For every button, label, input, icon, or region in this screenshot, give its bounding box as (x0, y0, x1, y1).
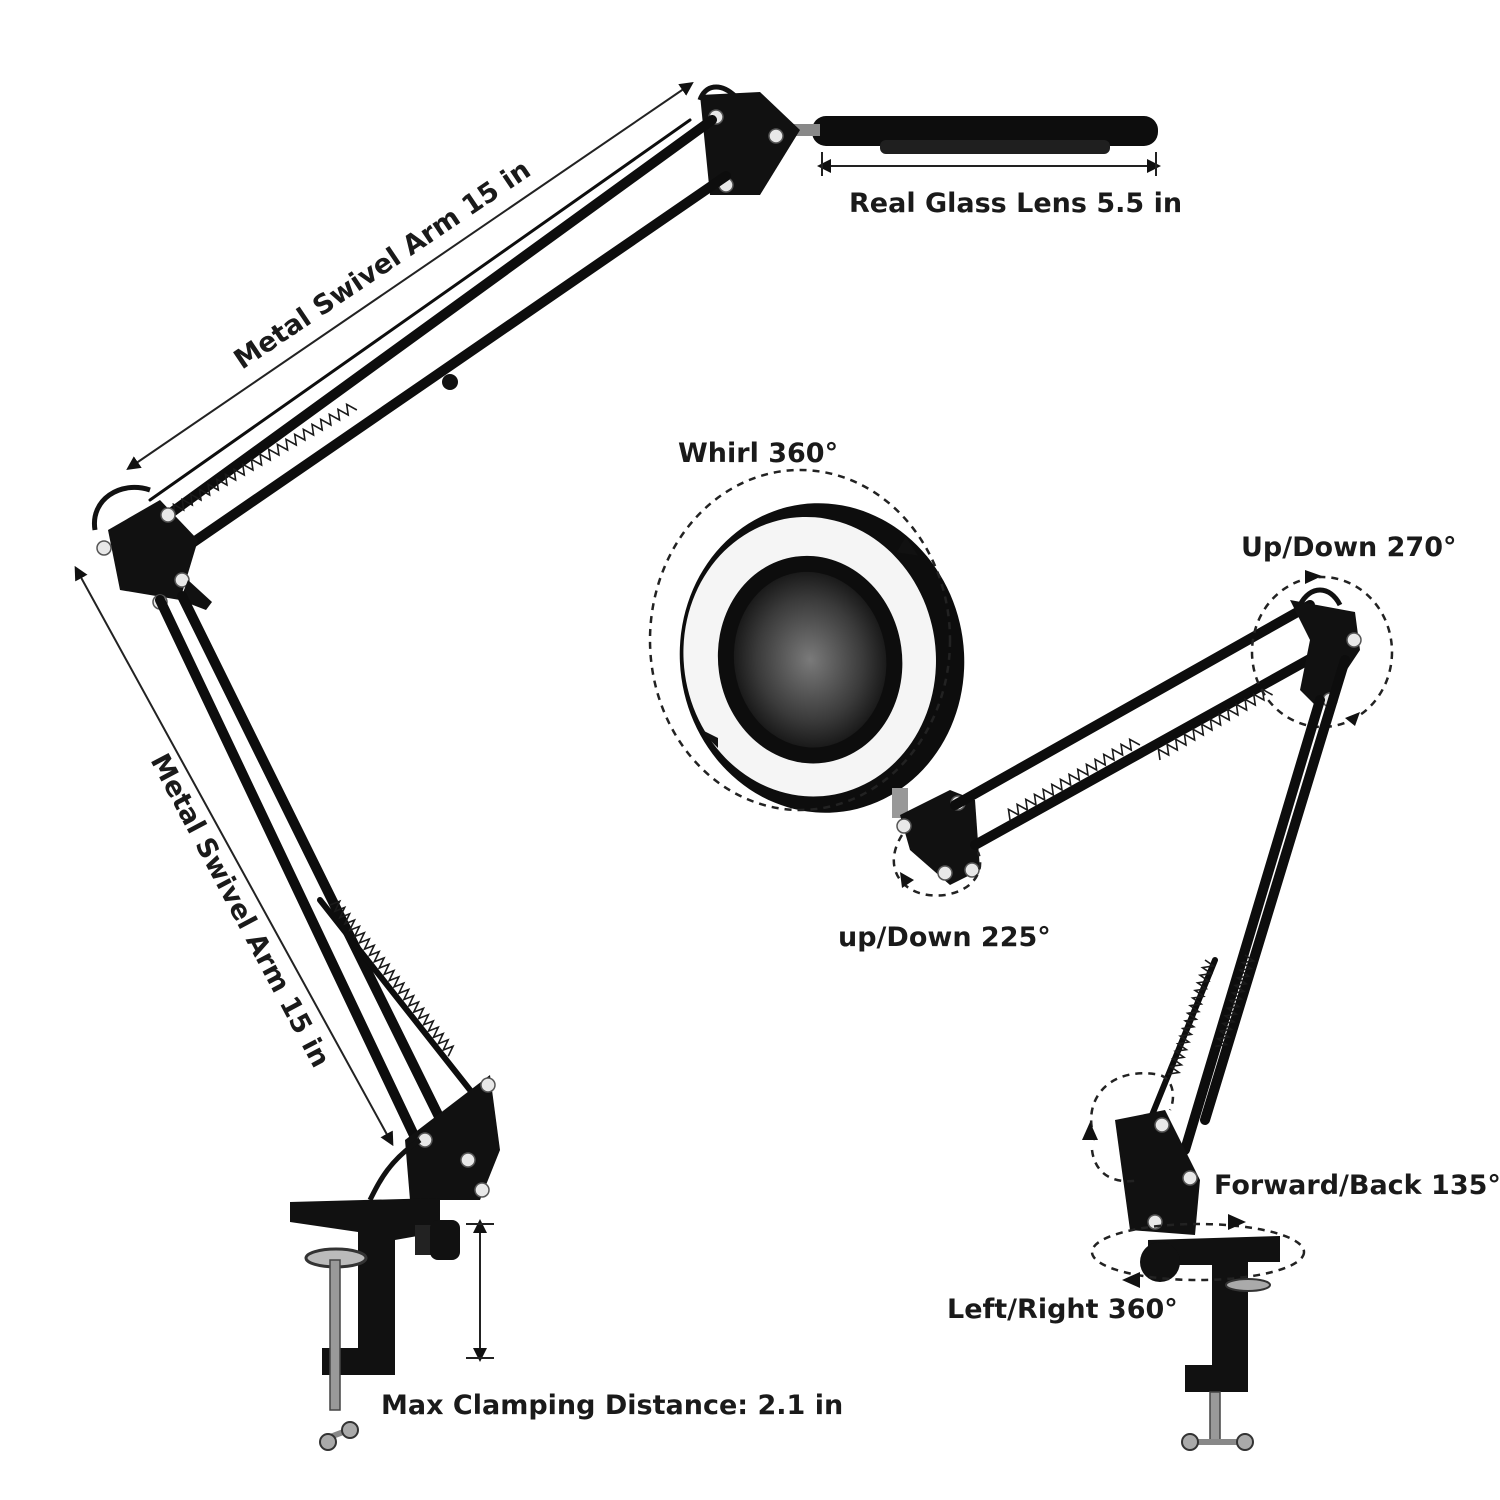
magnifier-ring (679, 503, 965, 813)
right-elbow-joint (1250, 570, 1394, 729)
rotation-arrow-icon (896, 536, 918, 556)
whirl-rotation-indicator (648, 468, 952, 812)
top-joint (697, 84, 800, 195)
base-joint (367, 1075, 500, 1202)
rotation-arrow-icon (900, 872, 914, 888)
right-clamp (1090, 1214, 1306, 1451)
lower-arm-dimension-line (74, 565, 394, 1147)
right-lower-spring (1167, 959, 1216, 1075)
upper-arm-dimension-line (126, 82, 694, 470)
rotation-arrow-icon (1305, 570, 1322, 584)
elbow-joint (92, 484, 212, 610)
upper-arm (148, 115, 731, 553)
rotation-arrow-icon (1228, 1214, 1246, 1230)
right-lower-spring-2 (1215, 954, 1256, 1048)
right-upper-arm (950, 600, 1340, 850)
clamp-distance-label: Max Clamping Distance: 2.1 in (381, 1390, 843, 1421)
rotation-arrow-icon (1082, 1122, 1098, 1140)
lens-head-side (790, 116, 1158, 154)
right-upper-spring (1007, 737, 1141, 821)
updown-top-label: Up/Down 270° (1241, 532, 1457, 563)
whirl-label: Whirl 360° (678, 438, 838, 469)
lens-dimension-line (817, 152, 1161, 176)
lens-label: Real Glass Lens 5.5 in (849, 188, 1182, 219)
left-clamp (290, 1198, 460, 1451)
right-lamp (648, 468, 1394, 1451)
clamp-dimension-line (466, 1219, 494, 1362)
updown-head-label: up/Down 225° (838, 922, 1051, 953)
rotation-arrow-icon (1122, 1272, 1140, 1288)
head-joint (892, 788, 982, 897)
right-base-joint (1082, 1072, 1200, 1235)
left-right-label: Left/Right 360° (947, 1294, 1178, 1325)
forward-back-label: Forward/Back 135° (1214, 1170, 1500, 1201)
left-lamp (74, 82, 1161, 1451)
right-upper-spring-2 (1157, 687, 1273, 761)
rotation-arrow-icon (1345, 712, 1360, 726)
rotation-arrow-icon (698, 728, 718, 748)
